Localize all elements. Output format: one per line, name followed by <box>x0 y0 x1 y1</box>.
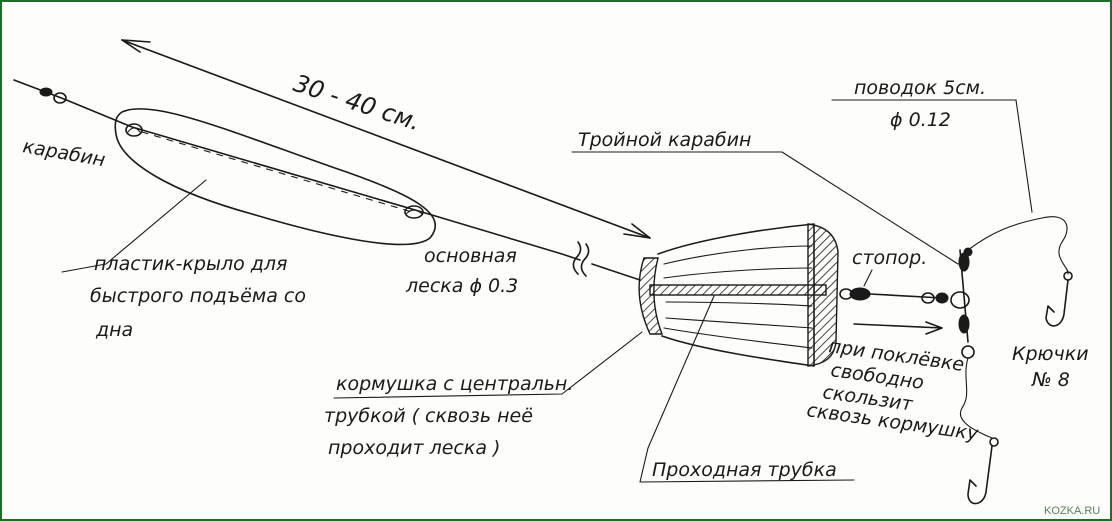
distance-arrow-head-left <box>121 39 151 53</box>
wing-knot-right-icon <box>404 205 424 219</box>
feeder-label-3: проходит леска ) <box>328 437 500 459</box>
hook-upper-icon <box>1045 271 1073 327</box>
leader-label-1: поводок 5см. <box>854 77 986 99</box>
line-break-mark-2 <box>580 243 590 277</box>
watermark: KOZKA.RU <box>1044 505 1100 517</box>
plastic-wing-label-3: дна <box>95 319 133 341</box>
distance-arrow <box>121 39 651 239</box>
feeder-label-1: кормушка с центральн. <box>336 373 573 395</box>
stopper-icon <box>839 287 871 301</box>
central-tube <box>649 284 827 296</box>
distance-arrow-head-right <box>623 223 651 239</box>
line-to-triple-carabiner <box>869 293 943 299</box>
leader-label-2: ϕ 0.12 <box>890 109 951 131</box>
line-inside-wing <box>141 131 413 213</box>
triple-carabiner-label: Тройной карабин <box>578 129 751 151</box>
plastic-wing-label-1: пластик-крыло для <box>94 253 287 275</box>
leader-lower <box>959 357 993 439</box>
through-tube-pointer <box>639 295 855 483</box>
carabiner-label: карабин <box>21 135 107 171</box>
feeder-label-2: трубкой ( сквозь неё <box>324 405 533 427</box>
plastic-wing-label-2: быстрого подъёма со <box>90 285 306 307</box>
main-line-label-2: леска ϕ 0.3 <box>405 275 518 297</box>
wing-knot-left-icon <box>125 123 143 137</box>
distance-label: 30 - 40 см. <box>290 69 424 136</box>
line-break-mark <box>572 241 582 275</box>
stopper-pointer <box>863 269 873 287</box>
main-line <box>13 79 581 261</box>
triple-carabiner-pointer <box>781 151 959 265</box>
main-line-label-1: основная <box>424 245 517 267</box>
plastic-wing-outline <box>114 108 436 246</box>
through-tube-label: Проходная трубка <box>652 459 837 481</box>
leader-label-pointer <box>1015 99 1033 213</box>
wing-label-pointer <box>61 179 207 273</box>
feeder-icon <box>638 223 839 367</box>
hooks-label-2: № 8 <box>1031 369 1070 391</box>
carabiner-icon <box>39 87 67 104</box>
swivel-icon <box>921 292 949 304</box>
sliding-arrow <box>853 321 943 335</box>
main-line-to-feeder <box>591 263 641 281</box>
triple-carabiner-icon <box>950 247 975 359</box>
stopper-label: стопор. <box>852 247 927 269</box>
hooks-label-1: Крючки <box>1012 343 1089 365</box>
hook-lower-icon <box>967 437 999 505</box>
leader-upper <box>967 216 1069 275</box>
feeder-label-underline <box>333 331 643 399</box>
